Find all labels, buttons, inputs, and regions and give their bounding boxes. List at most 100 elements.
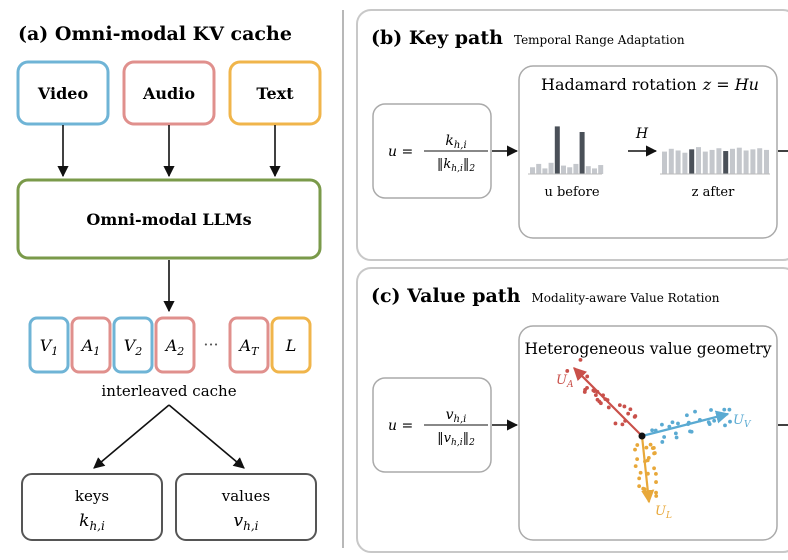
panel-b-title: (b) Key path — [371, 27, 503, 49]
scatter-point — [613, 421, 618, 426]
after-bar — [764, 149, 769, 174]
before-bar — [561, 165, 566, 174]
language-axis-label: UL — [655, 504, 672, 521]
scatter-point — [654, 490, 658, 495]
values-label: values — [221, 487, 270, 505]
scatter-point — [722, 407, 727, 412]
scatter-point — [597, 399, 602, 404]
after-bar — [750, 149, 756, 174]
panel-c-subtitle: Modality-aware Value Rotation — [532, 291, 720, 305]
scatter-point — [620, 422, 625, 427]
audio-input-label: Audio — [142, 84, 195, 103]
cache-label: interleaved cache — [101, 382, 236, 400]
before-bar — [530, 167, 535, 174]
language-axis-arrow — [640, 435, 655, 504]
scatter-point — [633, 414, 638, 418]
cache-to-values-arrow — [168, 404, 245, 469]
after-bar — [662, 151, 667, 174]
panel-b-subtitle: Temporal Range Adaptation — [514, 33, 685, 47]
video-axis-arrow — [641, 410, 730, 438]
after-bar — [668, 148, 674, 174]
after-bar — [702, 151, 708, 174]
scatter-point — [654, 480, 658, 484]
before-bar — [554, 126, 560, 174]
before-bar — [548, 162, 554, 174]
scatter-point — [728, 419, 732, 424]
scatter-point — [723, 423, 727, 428]
scatter-point — [650, 428, 655, 433]
after-bar — [716, 148, 722, 174]
scatter-point — [667, 424, 672, 429]
keys-box — [21, 473, 163, 541]
scatter-point — [585, 385, 589, 390]
scatter-point — [635, 443, 640, 447]
key-formula-den: ‖kh,i‖2 — [437, 157, 475, 174]
before-bar — [536, 163, 542, 174]
scatter-point — [650, 446, 655, 451]
hadamard-arrow-label: H — [635, 126, 649, 142]
before-bar — [542, 168, 548, 174]
after-bar — [682, 152, 688, 174]
values-symbol: vh,i — [234, 511, 259, 533]
scatter-point — [645, 458, 650, 463]
key-formula-num: kh,i — [445, 133, 466, 151]
cache-token-box — [112, 316, 154, 374]
scatter-point — [622, 404, 627, 409]
audio-axis-arrow — [573, 367, 643, 437]
scatter-point — [633, 464, 638, 468]
keys-symbol: kh,i — [79, 511, 105, 533]
text-input-label: Text — [256, 84, 294, 103]
origin-point — [638, 432, 646, 440]
scatter-point — [578, 357, 583, 362]
llm-box — [16, 178, 322, 260]
panel-a-title: (a) Omni-modal KV cache — [18, 23, 292, 45]
llm-label: Omni-modal LLMs — [86, 210, 251, 229]
before-label: u before — [544, 185, 599, 200]
scatter-point — [638, 470, 643, 475]
scatter-point — [637, 476, 642, 481]
scatter-point — [674, 435, 679, 440]
cache-token-box — [154, 316, 196, 374]
after-bar — [696, 147, 701, 174]
scatter-point — [673, 431, 678, 436]
cache-token-label: V1 — [40, 336, 59, 358]
before-bar — [567, 167, 573, 174]
before-bar-chart — [530, 126, 604, 174]
geometry-title: Heterogeneous value geometry — [524, 340, 771, 358]
scatter-point — [593, 393, 598, 398]
after-bar — [743, 150, 749, 174]
scatter-point — [676, 421, 680, 426]
cache-token-label: V2 — [124, 336, 143, 358]
cache-token-label: L — [285, 336, 297, 355]
panel-c-heading: (c) Value path Modality-aware Value Rota… — [371, 285, 720, 307]
scatter-point — [626, 411, 631, 416]
before-bar — [598, 165, 604, 174]
scatter-point — [652, 466, 656, 471]
panel-a: (a) Omni-modal KV cache Video Audio Text… — [16, 23, 322, 541]
after-label: z after — [692, 185, 735, 200]
text-input-box — [228, 60, 322, 126]
scatter-point — [565, 369, 570, 373]
cache-token-box — [70, 316, 112, 374]
scatter-point — [585, 374, 590, 379]
scatter-point — [648, 442, 653, 447]
scatter-point — [628, 407, 633, 412]
panel-c: (c) Value path Modality-aware Value Rota… — [356, 267, 788, 553]
scatter-point — [670, 420, 675, 425]
value-formula-den: ‖vh,i‖2 — [437, 431, 475, 448]
scatter-point — [689, 429, 694, 434]
scatter-point — [660, 440, 665, 444]
key-formula-lhs: u = — [388, 144, 413, 160]
cache-token-label: A1 — [80, 336, 101, 358]
scatter-point — [637, 484, 642, 489]
value-formula-lhs: u = — [388, 418, 413, 434]
after-bar — [709, 149, 715, 174]
scatter-point — [635, 457, 640, 461]
scatter-point — [652, 451, 657, 455]
scatter-point — [693, 409, 697, 414]
cache-ellipsis: ··· — [203, 335, 218, 354]
after-bar — [675, 150, 681, 174]
after-bar — [757, 148, 763, 174]
